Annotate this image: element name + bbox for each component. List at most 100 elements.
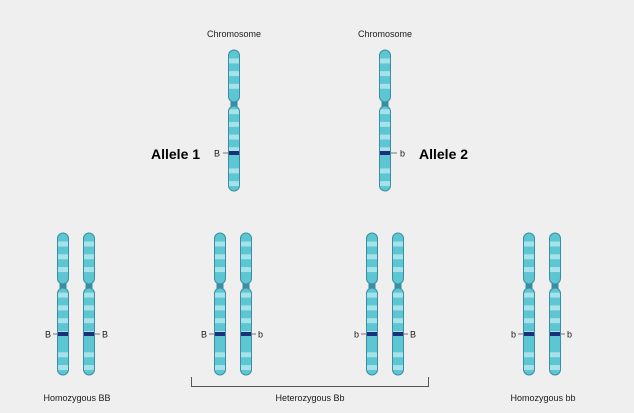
chromatid-band <box>83 241 95 247</box>
allele-letter-top-left: B <box>214 149 220 159</box>
chromatid-band <box>240 318 252 324</box>
chromatid-band <box>523 365 535 371</box>
chromatid-band <box>57 352 69 358</box>
allele-band <box>214 332 226 336</box>
chromatid-band <box>379 181 391 187</box>
chromatid-band <box>523 292 535 298</box>
chromatid-band <box>240 267 252 273</box>
chromatid-body <box>366 233 378 375</box>
chromatid-band <box>228 147 240 153</box>
chromatid-band <box>392 352 404 358</box>
chromatid-band <box>228 134 240 140</box>
chromatid-band <box>392 365 404 371</box>
chromatid-band <box>523 254 535 260</box>
chromatid-band <box>228 109 240 115</box>
chromatid-band <box>366 254 378 260</box>
chromatid-band <box>228 181 240 187</box>
chromatid-band <box>228 58 240 64</box>
chromatid-band <box>240 365 252 371</box>
chromatid-band <box>214 365 226 371</box>
chromatid-band <box>214 241 226 247</box>
chromatid-band <box>214 267 226 273</box>
chromosome-top-left <box>228 49 240 192</box>
chromosome-pair3-right <box>392 232 404 376</box>
chromatid-band <box>57 292 69 298</box>
chromosome-label-right: Chromosome <box>358 29 412 39</box>
chromatid-band <box>83 292 95 298</box>
chromatid-body <box>523 233 535 375</box>
chromatid-band <box>240 352 252 358</box>
centromere <box>525 283 533 289</box>
allele-letter-pair2-left: B <box>201 330 207 340</box>
allele-letter-pair2-right: b <box>258 330 263 340</box>
chromosome-label-left: Chromosome <box>207 29 261 39</box>
allele-letter-pair4-left: b <box>511 330 516 340</box>
chromatid-band <box>240 292 252 298</box>
chromosome-pair1-left <box>57 232 69 376</box>
allele-band <box>366 332 378 336</box>
chromatid-band <box>240 305 252 311</box>
chromatid-band <box>379 71 391 77</box>
chromatid-band <box>57 254 69 260</box>
chromatid-body <box>240 233 252 375</box>
chromatid-body <box>379 50 391 191</box>
chromatid-band <box>83 365 95 371</box>
chromatid-body <box>549 233 561 375</box>
chromatid-band <box>57 267 69 273</box>
chromatid-band <box>366 305 378 311</box>
allele-band <box>240 332 252 336</box>
chromatid-band <box>83 254 95 260</box>
chromatid-band <box>214 305 226 311</box>
chromatid-band <box>379 58 391 64</box>
chromosome-pair4-left <box>523 232 535 376</box>
chromatid-band <box>549 352 561 358</box>
chromatid-band <box>523 352 535 358</box>
chromatid-band <box>523 267 535 273</box>
allele-band <box>549 332 561 336</box>
caption-homozygous-BB: Homozygous BB <box>43 393 110 403</box>
chromatid-band <box>228 121 240 127</box>
chromatid-band <box>392 267 404 273</box>
allele-letter-top-right: b <box>400 149 405 159</box>
allele-letter-pair1-left: B <box>45 330 51 340</box>
chromatid-body <box>57 233 69 375</box>
allele-1-title: Allele 1 <box>151 146 200 162</box>
chromatid-band <box>228 71 240 77</box>
chromatid-band <box>366 365 378 371</box>
chromatid-band <box>366 318 378 324</box>
chromatid-band <box>379 109 391 115</box>
chromatid-band <box>57 318 69 324</box>
chromatid-band <box>549 292 561 298</box>
chromatid-body <box>392 233 404 375</box>
centromere <box>85 283 93 289</box>
chromosome-pair2-right <box>240 232 252 376</box>
heterozygous-bracket <box>191 377 429 387</box>
chromatid-band <box>379 147 391 153</box>
chromatid-band <box>214 254 226 260</box>
chromatid-band <box>83 352 95 358</box>
chromatid-band <box>523 305 535 311</box>
chromatid-body <box>228 50 240 191</box>
chromatid-band <box>379 134 391 140</box>
centromere <box>368 283 376 289</box>
allele-letter-pair1-right: B <box>102 330 108 340</box>
allele-letter-pair4-right: b <box>567 330 572 340</box>
chromatid-band <box>240 254 252 260</box>
chromatid-band <box>57 365 69 371</box>
chromatid-band <box>392 254 404 260</box>
chromosome-pair4-right <box>549 232 561 376</box>
chromatid-band <box>214 352 226 358</box>
chromatid-band <box>549 254 561 260</box>
chromatid-band <box>392 318 404 324</box>
centromere <box>230 101 238 107</box>
chromatid-band <box>366 241 378 247</box>
chromatid-band <box>379 83 391 89</box>
chromatid-band <box>549 365 561 371</box>
chromatid-band <box>523 241 535 247</box>
allele-band <box>228 151 240 155</box>
chromosome-top-right <box>379 49 391 192</box>
chromatid-band <box>392 241 404 247</box>
chromatid-band <box>366 292 378 298</box>
